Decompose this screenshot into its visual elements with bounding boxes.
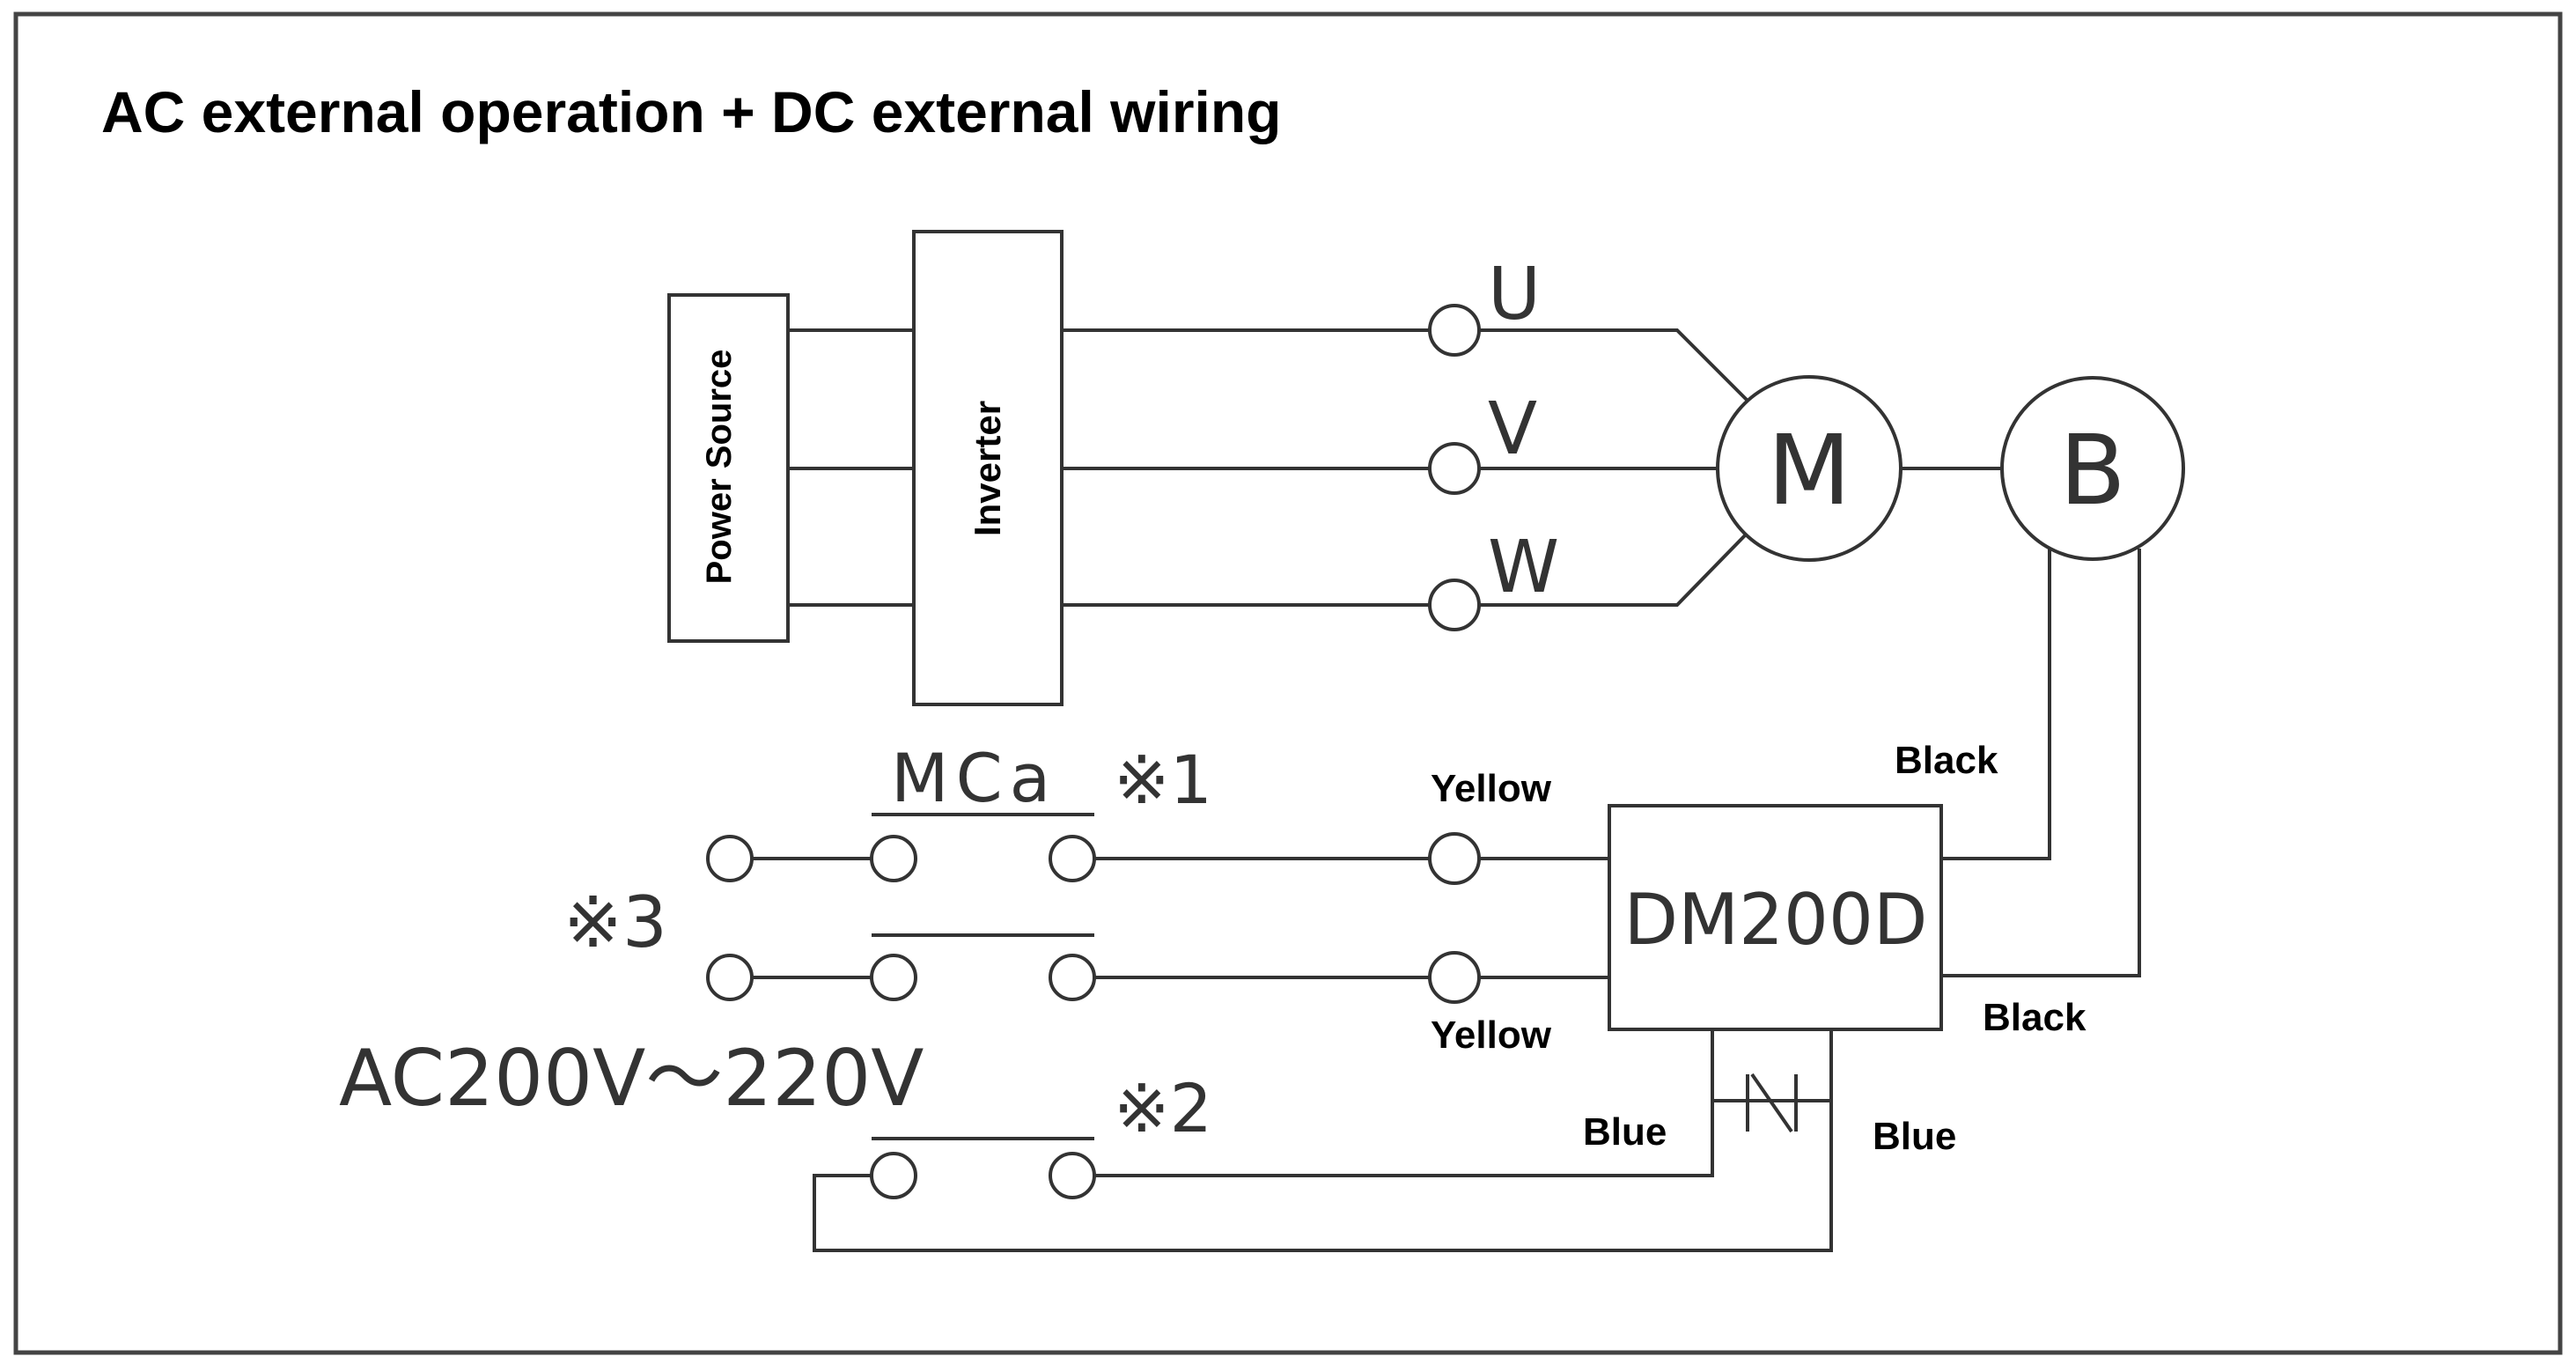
wire-brake-black-1 — [1941, 549, 2051, 860]
terminal-v — [1428, 442, 1481, 495]
supply-voltage-label: AC200V～220V — [339, 1033, 924, 1124]
yellow-terminal-2 — [1428, 951, 1481, 1004]
inverter-block — [912, 230, 1064, 706]
brake-symbol — [2000, 376, 2185, 561]
wire-brake-black-2 — [1941, 549, 2141, 977]
supply-terminal-1 — [706, 835, 754, 882]
phase-w-label: W — [1488, 526, 1559, 609]
mca-label: MCa — [891, 739, 1057, 817]
brake-label: B — [2059, 414, 2125, 527]
blue-label-left: Blue — [1583, 1110, 1667, 1154]
phase-v-label: V — [1488, 387, 1537, 471]
dm200d-label: DM200D — [1624, 879, 1928, 961]
supply-terminal-2 — [706, 954, 754, 1001]
black-label-top: Black — [1895, 739, 1998, 782]
varistor-diagonal — [1750, 1073, 1793, 1133]
phase-u-label: U — [1488, 253, 1541, 336]
diagram-frame — [13, 11, 2563, 1355]
inverter-label: Inverter — [967, 401, 1008, 536]
wire-w-motor — [1479, 531, 1749, 607]
yellow-terminal-1 — [1428, 832, 1481, 885]
wire-note2-blue-return — [813, 1029, 1833, 1252]
wire-u-motor — [1479, 328, 1749, 402]
blue-label-right: Blue — [1873, 1115, 1956, 1158]
mca-contact-right-2 — [1049, 954, 1096, 1001]
diagram-title: AC external operation + DC external wiri… — [101, 79, 1282, 144]
terminal-u — [1428, 304, 1481, 357]
black-label-bottom: Black — [1983, 996, 2087, 1039]
motor-label: M — [1768, 414, 1851, 527]
mca-contact-right-1 — [1049, 835, 1096, 882]
note2-contact-left — [870, 1152, 917, 1199]
note2-label: ※2 — [1114, 1069, 1212, 1147]
mca-contact-left-2 — [870, 954, 917, 1001]
note3-label: ※3 — [563, 881, 667, 963]
dm200d-block — [1608, 804, 1943, 1031]
yellow-label-top: Yellow — [1431, 767, 1552, 810]
power-source-block — [667, 293, 790, 643]
wire-note2-blue-left — [1094, 1029, 1714, 1177]
note1-label: ※1 — [1114, 741, 1212, 819]
terminal-w — [1428, 579, 1481, 631]
yellow-label-bottom: Yellow — [1431, 1014, 1552, 1057]
power-source-label: Power Source — [700, 350, 739, 585]
mca-contact-left-1 — [870, 835, 917, 882]
note2-contact-right — [1049, 1152, 1096, 1199]
